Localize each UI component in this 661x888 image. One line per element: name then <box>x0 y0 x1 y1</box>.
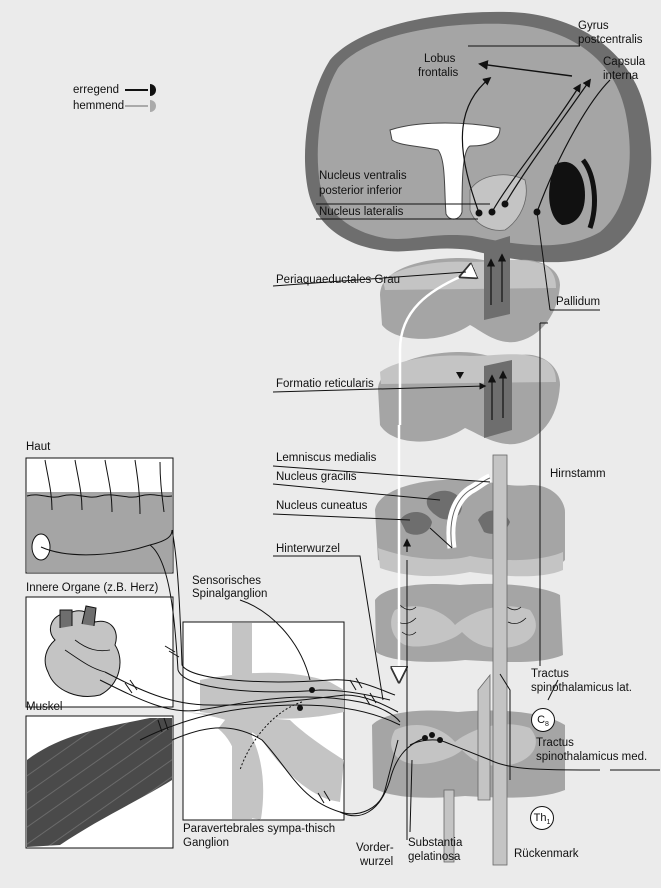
ganglion-panel <box>182 621 345 821</box>
label-hirnstamm: Hirnstamm <box>550 468 606 480</box>
label-formatio-reticularis: Formatio reticularis <box>276 378 374 390</box>
label-tractus-med-1: Tractus <box>536 737 574 749</box>
putamen-dark <box>549 161 585 225</box>
label-vorderwurzel-2: wurzel <box>360 856 394 868</box>
break-marks <box>124 645 377 804</box>
label-pallidum: Pallidum <box>556 296 601 308</box>
label-nucleus-vpi-1: Nucleus ventralis <box>319 170 407 182</box>
label-hinterwurzel: Hinterwurzel <box>276 543 340 555</box>
medulla <box>375 479 565 573</box>
label-tractus-med-2: spinothalamicus med. <box>536 751 648 763</box>
label-nucleus-lateralis: Nucleus lateralis <box>319 206 404 218</box>
label-ganglion-1: Paravertebrales sympa-thisch <box>183 823 336 835</box>
brainstem <box>372 236 565 866</box>
skin-panel <box>25 457 174 574</box>
label-tractus-lat-1: Tractus <box>531 668 569 680</box>
muscle-panel <box>25 715 174 849</box>
heart-panel <box>25 596 174 708</box>
legend-inhibitory: hemmend <box>73 100 125 112</box>
label-nucleus-cuneatus: Nucleus cuneatus <box>276 500 368 512</box>
label-periaquaeductales-grau: Periaquaeductales Grau <box>276 274 401 286</box>
label-vorderwurzel-1: Vorder- <box>356 842 394 854</box>
nucleus-cuneatus-shape <box>400 511 432 535</box>
label-spinalganglion-2: Spinalganglion <box>192 588 268 600</box>
ventricle <box>389 122 501 220</box>
label-rueckenmark: Rückenmark <box>514 848 579 860</box>
label-gyrus-postcentralis-1: Gyrus <box>578 20 609 32</box>
label-capsula-interna-2: interna <box>603 70 639 82</box>
label-lobus-frontalis-2: frontalis <box>418 67 459 79</box>
mes-tract <box>484 236 510 320</box>
label-innere-organe: Innere Organe (z.B. Herz) <box>26 582 159 594</box>
label-ganglion-2: Ganglion <box>183 837 230 849</box>
label-haut: Haut <box>26 441 51 453</box>
label-spinalganglion-1: Sensorisches <box>192 575 262 587</box>
label-tractus-lat-2: spinothalamicus lat. <box>531 682 632 694</box>
label-lobus-frontalis-1: Lobus <box>424 53 456 65</box>
legend-symbols <box>125 84 156 112</box>
brain <box>304 11 652 263</box>
label-capsula-interna-1: Capsula <box>603 56 646 68</box>
label-gyrus-postcentralis-2: postcentralis <box>578 34 643 46</box>
label-nucleus-gracilis: Nucleus gracilis <box>276 471 357 483</box>
label-lemniscus-medialis: Lemniscus medialis <box>276 452 377 464</box>
segment-c8-badge: C8 <box>531 708 555 732</box>
pons-tract <box>484 360 512 438</box>
leader-lines <box>239 45 660 833</box>
label-substantia-2: gelatinosa <box>408 851 461 863</box>
putamen-stripe <box>580 158 597 229</box>
label-muskel: Muskel <box>26 701 63 713</box>
segment-th1-badge: Th1 <box>530 806 554 830</box>
label-nucleus-vpi-2: posterior inferior <box>319 185 403 197</box>
label-substantia-1: Substantia <box>408 837 463 849</box>
ganglion-neurons <box>297 687 443 743</box>
legend-excitatory: erregend <box>73 84 120 96</box>
tractus-lat-path <box>477 673 491 801</box>
